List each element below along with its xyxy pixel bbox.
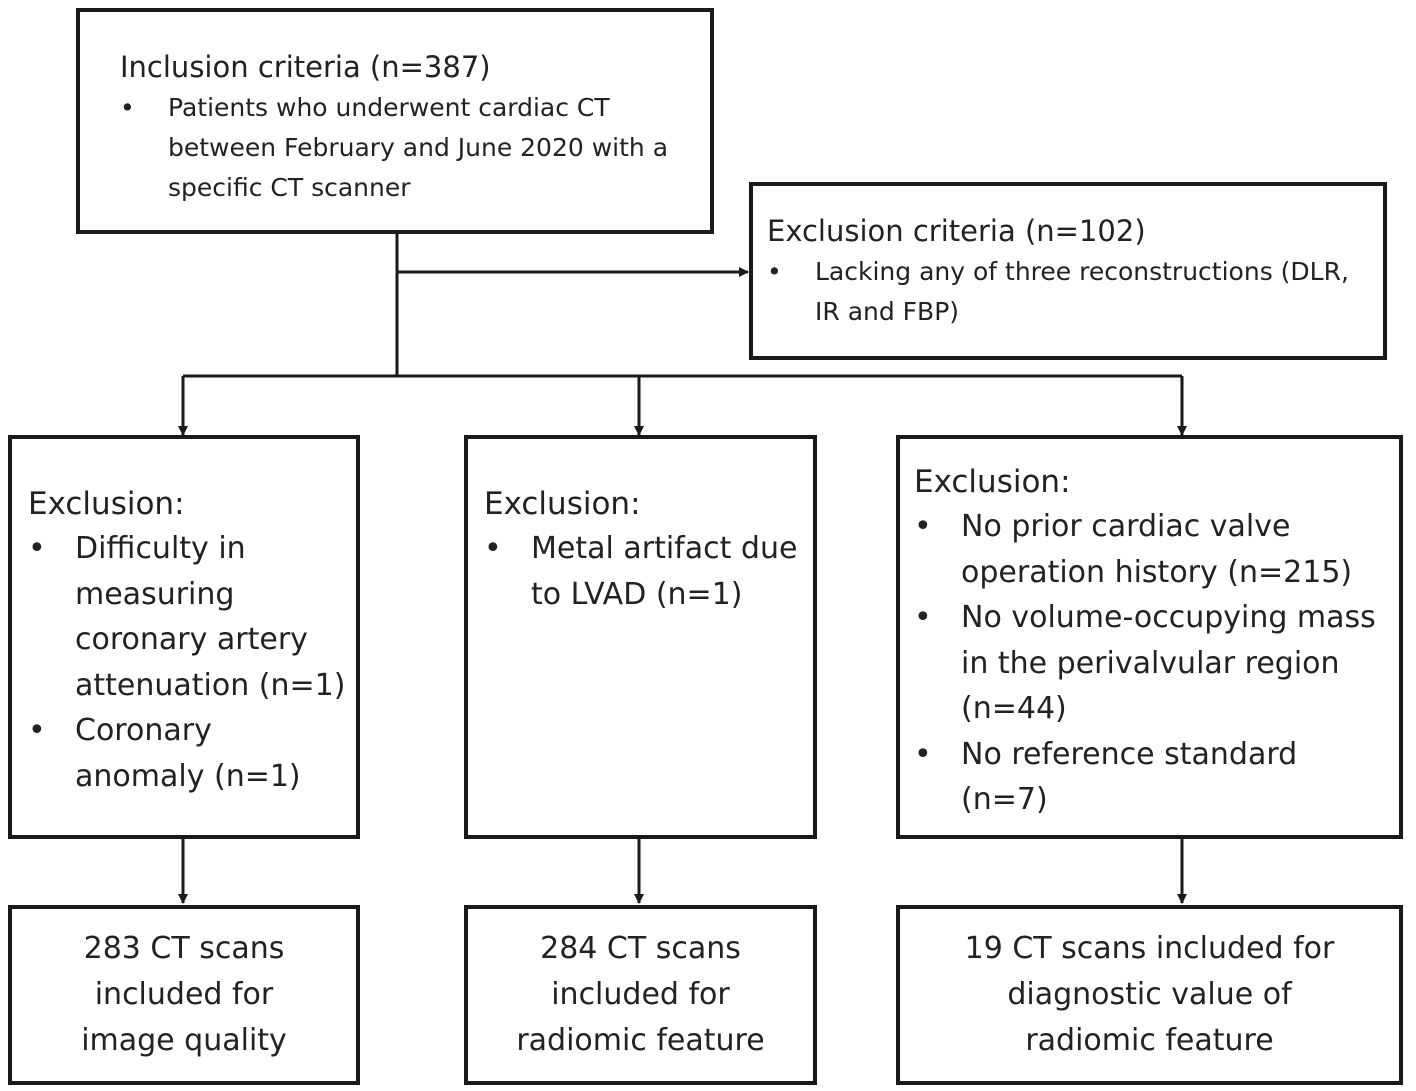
inclusion-criteria-title: Inclusion criteria (n=387) [120, 50, 491, 84]
exclusion-item: No prior cardiac valve operation history… [914, 504, 1393, 595]
exclusion-item: No volume-occupying mass in the perivalv… [914, 595, 1393, 732]
exclusion-item: Metal artifact due to LVAD (n=1) [484, 526, 809, 617]
exclusion-criteria-box: Exclusion criteria (n=102) Lacking any o… [749, 182, 1387, 360]
exclusion-criteria-item: Lacking any of three reconstructions (DL… [767, 252, 1373, 332]
exclusion-list: Metal artifact due to LVAD (n=1) [484, 526, 809, 617]
inclusion-criteria-item: Patients who underwent cardiac CT betwee… [120, 88, 700, 208]
exclusion-list: Difficulty in measuring coronary artery … [28, 526, 350, 799]
result-box-image-quality: 283 CT scans included for image quality [8, 905, 360, 1085]
exclusion-list: No prior cardiac valve operation history… [914, 504, 1393, 823]
result-text: 284 CT scans included for radiomic featu… [516, 931, 765, 1058]
exclusion-box-image-quality: Exclusion: Difficulty in measuring coron… [8, 435, 360, 839]
result-box-diagnostic-value: 19 CT scans included for diagnostic valu… [896, 905, 1403, 1085]
result-text: 283 CT scans included for image quality [81, 931, 287, 1058]
exclusion-item: Difficulty in measuring coronary artery … [28, 526, 350, 708]
exclusion-criteria-title: Exclusion criteria (n=102) [767, 214, 1146, 248]
inclusion-criteria-box: Inclusion criteria (n=387) Patients who … [76, 8, 714, 234]
exclusion-title: Exclusion: [914, 464, 1071, 500]
exclusion-criteria-list: Lacking any of three reconstructions (DL… [767, 252, 1373, 332]
inclusion-criteria-list: Patients who underwent cardiac CT betwee… [120, 88, 700, 208]
exclusion-item: Coronary anomaly (n=1) [28, 708, 350, 799]
exclusion-title: Exclusion: [28, 486, 185, 522]
result-box-radiomic-feature: 284 CT scans included for radiomic featu… [464, 905, 817, 1085]
exclusion-item: No reference standard (n=7) [914, 732, 1393, 823]
exclusion-box-diagnostic-value: Exclusion: No prior cardiac valve operat… [896, 435, 1403, 839]
exclusion-title: Exclusion: [484, 486, 641, 522]
exclusion-box-radiomic-feature: Exclusion: Metal artifact due to LVAD (n… [464, 435, 817, 839]
result-text: 19 CT scans included for diagnostic valu… [964, 931, 1335, 1058]
